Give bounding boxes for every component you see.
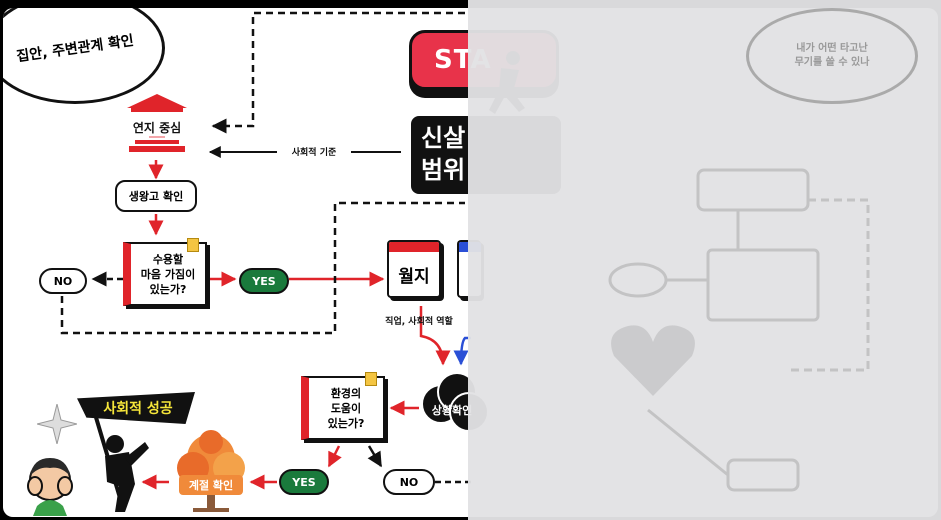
flow-connectors — [60, 11, 471, 490]
autumn-tree-icon — [177, 430, 245, 512]
calendar-wolji-label: 월지 — [398, 267, 430, 287]
bubble-family-text: 집안, 주변관계 확인 — [15, 32, 135, 66]
speech-bubble-weapon: 내가 어떤 타고난 무기를 쓸 수 있나 — [746, 8, 918, 104]
bookmark-icon-2 — [365, 372, 377, 386]
node-no-left[interactable]: NO — [39, 268, 87, 294]
edge-label-job-role: 직업, 사회적 역할 — [385, 317, 453, 327]
ghost-heart-icon — [611, 325, 695, 396]
question-accept-text: 수용할 마음 가짐이 있는가? — [140, 252, 196, 296]
node-yes-mid[interactable]: YES — [239, 268, 289, 294]
node-yes-bottom[interactable]: YES — [279, 469, 329, 495]
node-yes-bottom-label: YES — [292, 475, 316, 489]
scope-line-1: 신살 — [421, 124, 466, 152]
question-accept-card[interactable]: 수용할 마음 가짐이 있는가? — [123, 238, 207, 306]
question-env-text: 환경의 도움이 있는가? — [327, 386, 365, 430]
edge-label-social-standard: 사회적 기준 — [291, 148, 337, 158]
dashed-link-start-to-yeonji — [211, 11, 465, 134]
bubble-weapon-text: 내가 어떤 타고난 무기를 쓸 수 있나 — [794, 43, 870, 68]
calendar-wolji[interactable]: 월지 — [387, 240, 441, 298]
link-env-to-no — [367, 445, 383, 468]
crying-person-icon — [27, 458, 73, 516]
node-saenghwang[interactable]: 생왕고 확인 — [115, 180, 197, 212]
node-yeonji[interactable]: 연지 중심 — [119, 119, 195, 136]
node-no-left-label: NO — [53, 274, 73, 288]
greyed-out-panel: 내가 어떤 타고난 무기를 쓸 수 있나 — [468, 0, 941, 520]
node-no-bottom-label: NO — [399, 475, 419, 489]
dashed-loop-no-return — [60, 201, 465, 335]
link-wolji-to-sanghwang — [419, 306, 451, 366]
ghost-flowchart — [608, 168, 870, 492]
speech-bubble-family: 집안, 주변관계 확인 — [3, 8, 165, 104]
bookmark-icon — [187, 238, 199, 252]
node-success[interactable]: 사회적 성공 — [103, 401, 173, 417]
link-env-to-yes — [327, 445, 342, 468]
node-no-bottom[interactable]: NO — [383, 469, 435, 495]
calendar-red-bar — [389, 242, 439, 252]
sparkle-icon — [37, 404, 77, 444]
node-saenghwang-label: 생왕고 확인 — [128, 190, 184, 203]
link-blue-to-sanghwang — [453, 336, 471, 366]
flag-bearer-icon — [93, 413, 149, 512]
scope-line-2: 범위 — [421, 156, 466, 184]
node-sanghwang[interactable]: 상황확인 — [431, 404, 473, 417]
node-season[interactable]: 계절 확인 — [179, 475, 243, 495]
node-yes-mid-label: YES — [252, 274, 276, 288]
node-season-label: 계절 확인 — [188, 479, 234, 492]
question-env-card[interactable]: 환경의 도움이 있는가? — [301, 372, 385, 440]
